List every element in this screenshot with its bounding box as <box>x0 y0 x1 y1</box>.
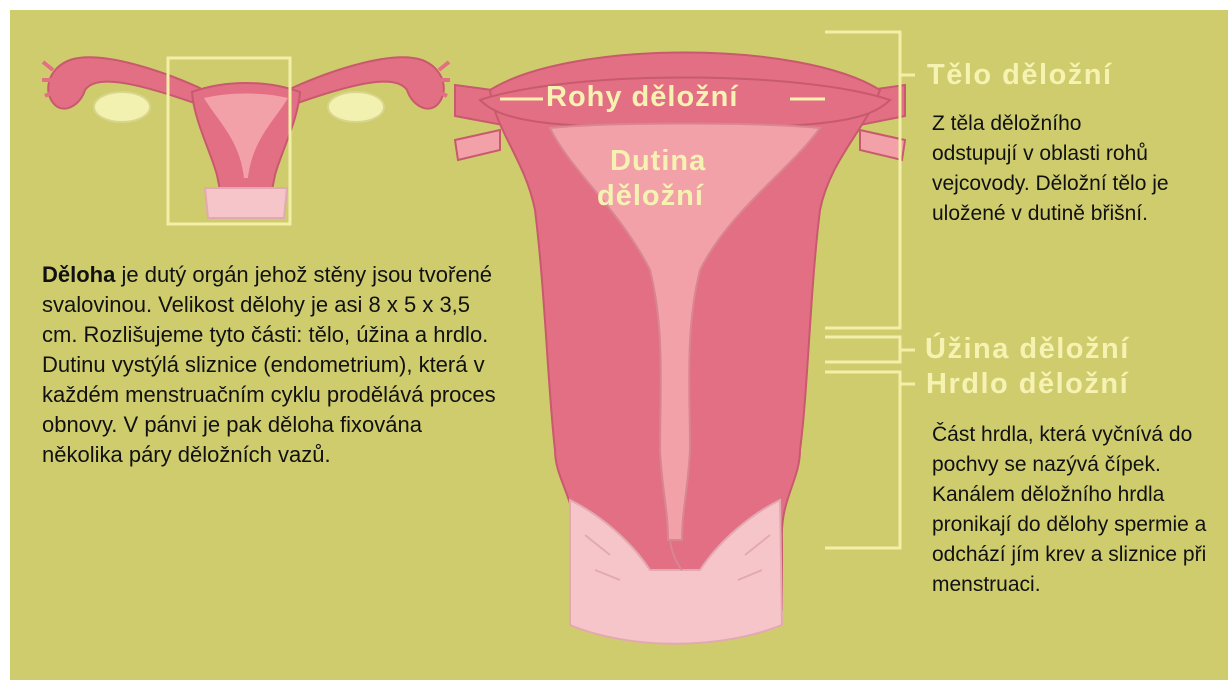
cervix-note: Část hrdla, která vyčnívá do pochvy se n… <box>932 420 1222 600</box>
description-text: je dutý orgán jehož stěny jsou tvořené s… <box>42 262 496 467</box>
body-note: Z těla děložního odstupují v oblasti roh… <box>932 109 1172 229</box>
isthmus-bracket <box>825 337 900 362</box>
uterus-large <box>455 53 905 644</box>
right-ovary <box>328 92 384 122</box>
cervix-label: Hrdlo děložní <box>926 368 1129 401</box>
cervix-bracket <box>825 372 900 548</box>
horns-label: Rohy děložní <box>546 81 738 114</box>
left-ovary <box>94 92 150 122</box>
cavity-label-line1: Dutina <box>610 145 706 178</box>
isthmus-label: Úžina děložní <box>925 333 1130 366</box>
description-paragraph: Děloha je dutý orgán jehož stěny jsou tv… <box>42 260 502 470</box>
cavity-label-line2: děložní <box>597 180 704 213</box>
diagram-panel: Rohy děložní Dutina děložní Tělo děložní… <box>10 10 1228 680</box>
body-label: Tělo děložní <box>927 59 1113 92</box>
description-bold-term: Děloha <box>42 262 115 287</box>
uterus-thumbnail <box>42 57 450 224</box>
